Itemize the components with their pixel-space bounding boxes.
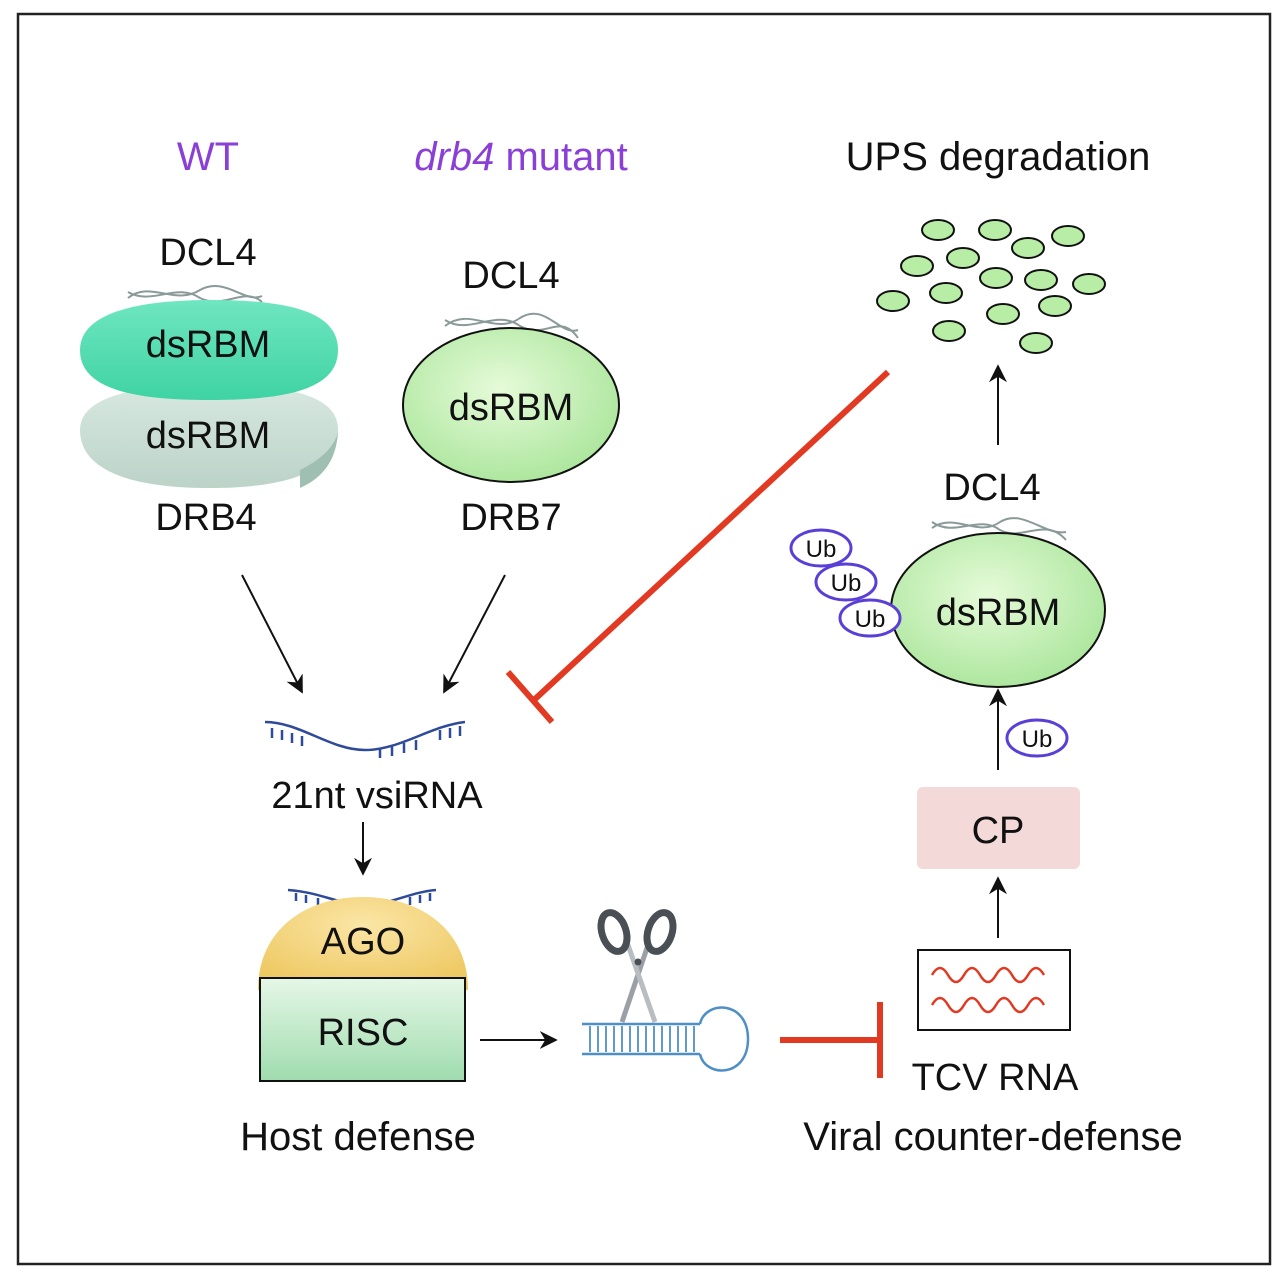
free-ub-text: Ub xyxy=(1022,726,1053,753)
free-ub-tag xyxy=(1005,718,1069,758)
vsirna-label: 21nt vsiRNA xyxy=(271,775,483,817)
wt-label: WT xyxy=(177,135,239,179)
drb4-dsrbm-shape xyxy=(80,385,338,488)
arrow-drb7-to-vsirna xyxy=(443,574,506,694)
vsirna-strand-icon xyxy=(264,720,466,758)
arrow-drb4-to-vsirna xyxy=(241,574,303,694)
svg-text:Ub: Ub xyxy=(855,606,886,633)
dsrbm-dcl4-text-mutant: dsRBM xyxy=(449,387,574,429)
cp-label: CP xyxy=(972,810,1025,852)
dcl4-label-mutant: DCL4 xyxy=(462,255,559,297)
viral-counter-defense-label: Viral counter-defense xyxy=(803,1115,1183,1159)
degraded-fragments xyxy=(876,219,1106,354)
drb4-shadow xyxy=(300,432,338,488)
ups-degradation-label: UPS degradation xyxy=(846,135,1151,179)
tcv-rna-box xyxy=(917,949,1071,1031)
dcl4-dsrbm-shape-mutant xyxy=(402,327,620,483)
inhibit-host-to-tcv xyxy=(780,1002,883,1078)
dsrna-strand-icon xyxy=(931,517,1067,541)
drb4-mutant-label: drb4 mutant xyxy=(414,135,627,179)
host-defense-label: Host defense xyxy=(240,1115,476,1159)
ago-shape xyxy=(258,897,468,990)
tcv-rna-label: TCV RNA xyxy=(912,1057,1079,1099)
dsrbm-dcl4-text-ub: dsRBM xyxy=(936,592,1061,634)
svg-text:Ub: Ub xyxy=(806,536,837,563)
dsrbm-drb4-text: dsRBM xyxy=(146,415,271,457)
dsrbm-dcl4-text-wt: dsRBM xyxy=(146,324,271,366)
svg-text:Ub: Ub xyxy=(831,570,862,597)
dcl4-label-ub: DCL4 xyxy=(943,467,1040,509)
outer-frame xyxy=(16,12,1272,1266)
dcl4-label-wt: DCL4 xyxy=(159,232,256,274)
dcl4-dsrbm-shape-wt xyxy=(80,300,338,400)
drb4-label: DRB4 xyxy=(155,497,256,539)
risc-box xyxy=(259,977,466,1082)
drb7-label: DRB7 xyxy=(460,497,561,539)
viral-rna-wave-icon xyxy=(930,966,1046,1014)
cp-box xyxy=(917,787,1080,869)
rna-hairpin-icon xyxy=(582,1006,750,1072)
risc-label: RISC xyxy=(318,1012,409,1054)
dsrna-strand-icon xyxy=(127,285,263,303)
inhibit-ups-to-vsirna xyxy=(505,369,891,724)
scissors-icon xyxy=(597,909,677,1023)
dsrna-strand-icon xyxy=(444,312,579,339)
ago-label: AGO xyxy=(321,921,405,963)
ubiquitin-chain: Ub Ub Ub xyxy=(789,528,902,638)
